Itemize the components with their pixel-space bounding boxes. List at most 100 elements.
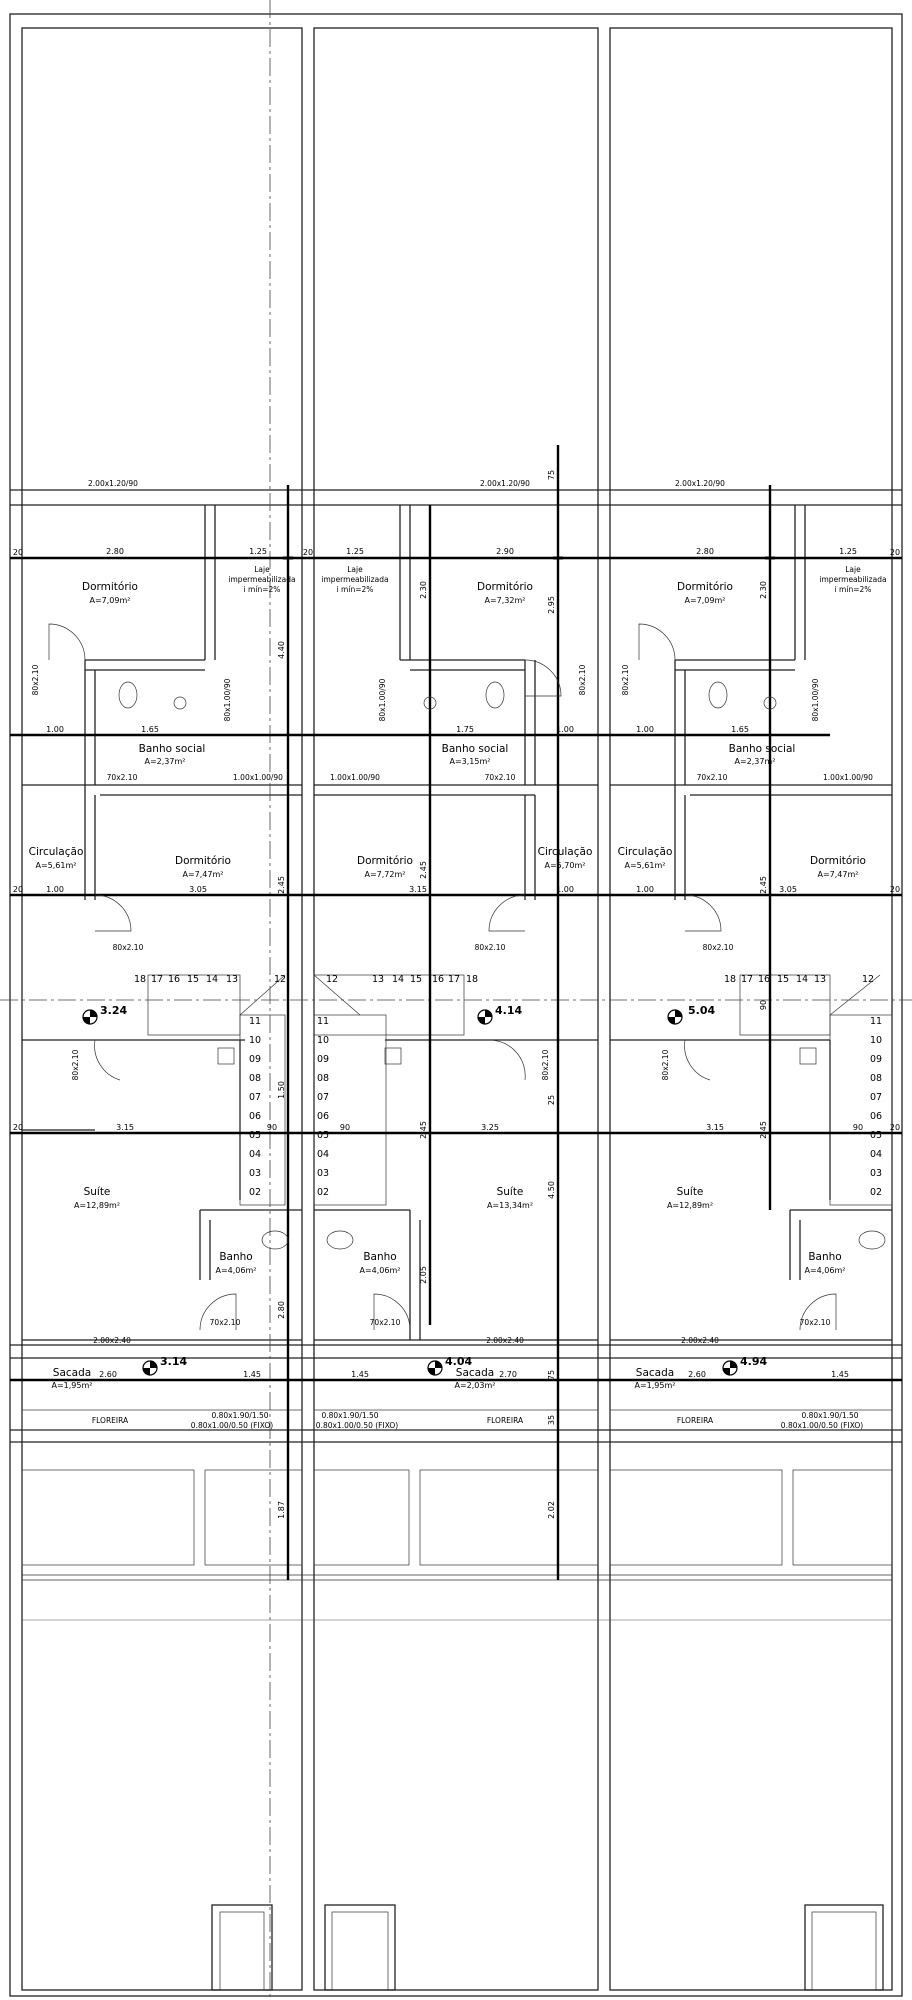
frame-label: 2.00x1.20/90 xyxy=(675,479,725,488)
dimension-text: 2.05 xyxy=(419,1266,428,1284)
level-value: 4.04 xyxy=(445,1355,472,1368)
step-label: 13 xyxy=(226,974,238,985)
level-value: 4.14 xyxy=(495,1004,522,1017)
room-name: Banho xyxy=(363,1251,396,1263)
dimension-text: 2.95 xyxy=(547,596,556,614)
room-name: Dormitório xyxy=(477,581,533,593)
frame-label: 2.00x2.40 xyxy=(681,1336,719,1345)
dimension-text: 35 xyxy=(547,1415,556,1425)
dimension-text: 1.45 xyxy=(351,1370,369,1379)
dimension-text: 2.70 xyxy=(499,1370,517,1379)
dimension-text: 3.15 xyxy=(116,1123,134,1132)
dimension-text: 75 xyxy=(547,470,556,480)
step-label: 11 xyxy=(317,1016,329,1027)
step-label: 16 xyxy=(168,974,180,985)
dimension-text: 1.00 xyxy=(636,725,654,734)
room-name: Sacada xyxy=(636,1367,674,1379)
dimension-text: 2.02 xyxy=(547,1501,556,1519)
step-label: 03 xyxy=(317,1168,329,1179)
slab-note: impermeabilizada xyxy=(228,575,295,584)
dimension-text: 2.45 xyxy=(277,876,286,894)
door-swings xyxy=(48,623,837,1331)
step-label: 09 xyxy=(249,1054,261,1065)
frame-label: 0.80x1.90/1.50 xyxy=(801,1411,858,1420)
step-label: 04 xyxy=(870,1149,882,1160)
walls-unit-1 xyxy=(21,505,303,1991)
step-label: 09 xyxy=(870,1054,882,1065)
dimension-text: 1.25 xyxy=(249,547,267,556)
slab-note: Laje xyxy=(845,565,861,574)
step-label: 02 xyxy=(249,1187,261,1198)
frame-label: 80x1.00/90 xyxy=(223,678,232,721)
step-label: 08 xyxy=(870,1073,882,1084)
step-label: 16 xyxy=(432,974,444,985)
dimension-text: 2.45 xyxy=(419,1121,428,1139)
room-area: A=1,95m² xyxy=(52,1381,93,1390)
step-label: 08 xyxy=(317,1073,329,1084)
frame-label: 80x2.10 xyxy=(621,664,630,695)
frame-label: 80x2.10 xyxy=(703,943,734,952)
dimension-text: 2.60 xyxy=(688,1370,706,1379)
step-label: 03 xyxy=(249,1168,261,1179)
stairs xyxy=(147,974,893,1206)
dimension-text: 2.90 xyxy=(496,547,514,556)
room-name: Circulação xyxy=(29,846,84,858)
dimension-text: 75 xyxy=(547,1370,556,1380)
frame-label: 2.00x1.20/90 xyxy=(88,479,138,488)
frame-label: 70x2.10 xyxy=(107,773,138,782)
step-label: 10 xyxy=(249,1035,261,1046)
room-area: A=13,34m² xyxy=(487,1201,533,1210)
dimension-text: 1.00 xyxy=(46,725,64,734)
frame-label: 80x2.10 xyxy=(113,943,144,952)
room-name: Dormitório xyxy=(810,855,866,867)
room-area: A=7,09m² xyxy=(90,596,131,605)
step-label: 05 xyxy=(870,1130,882,1141)
frame-label: 70x2.10 xyxy=(485,773,516,782)
step-label: 15 xyxy=(187,974,199,985)
dimension-text: 3.15 xyxy=(706,1123,724,1132)
step-label: 06 xyxy=(870,1111,882,1122)
frame-label: 80x2.10 xyxy=(71,1049,80,1080)
step-label: 02 xyxy=(317,1187,329,1198)
step-label: 15 xyxy=(410,974,422,985)
dimension-text: 1.00 xyxy=(556,725,574,734)
dimension-lines xyxy=(10,445,902,1580)
step-label: 13 xyxy=(814,974,826,985)
room-name: Circulação xyxy=(538,846,593,858)
frame-label: 80x2.10 xyxy=(541,1049,550,1080)
dimension-text: 2.80 xyxy=(277,1301,286,1319)
step-label: 02 xyxy=(870,1187,882,1198)
dimension-text: 1.45 xyxy=(243,1370,261,1379)
room-name: Dormitório xyxy=(175,855,231,867)
room-area: A=4,06m² xyxy=(360,1266,401,1275)
room-name: Circulação xyxy=(618,846,673,858)
step-label: 07 xyxy=(317,1092,329,1103)
dimension-text: 90 xyxy=(853,1123,863,1132)
room-area: A=2,03m² xyxy=(455,1381,496,1390)
step-label: 17 xyxy=(151,974,163,985)
frame-label: 1.00x1.00/90 xyxy=(233,773,283,782)
dimension-text: 2.80 xyxy=(106,547,124,556)
step-label: 17 xyxy=(448,974,460,985)
slab-note: Laje xyxy=(347,565,363,574)
step-label: 14 xyxy=(206,974,218,985)
room-area: A=7,47m² xyxy=(183,870,224,879)
dimension-text: 3.25 xyxy=(481,1123,499,1132)
dimension-text: 3.05 xyxy=(189,885,207,894)
step-label: 12 xyxy=(274,974,286,985)
dimension-text: 20 xyxy=(13,548,23,557)
bathroom-fixtures xyxy=(118,681,886,1250)
room-name: Banho social xyxy=(139,743,206,755)
dimension-text: 2.60 xyxy=(99,1370,117,1379)
dimension-text: 90 xyxy=(759,1000,768,1010)
frame-label: 1.00x1.00/90 xyxy=(330,773,380,782)
step-label: 04 xyxy=(317,1149,329,1160)
frame-label: 80x1.00/90 xyxy=(811,678,820,721)
frame-label: 70x2.10 xyxy=(800,1318,831,1327)
dimension-text: 20 xyxy=(890,1123,900,1132)
unit-2-labels: Dormitório A=7,32m² Banho social A=3,15m… xyxy=(316,479,593,1519)
step-label: 06 xyxy=(317,1111,329,1122)
dimension-text: 1.25 xyxy=(346,547,364,556)
room-name: Sacada xyxy=(456,1367,494,1379)
planter-label: FLOREIRA xyxy=(92,1416,129,1425)
